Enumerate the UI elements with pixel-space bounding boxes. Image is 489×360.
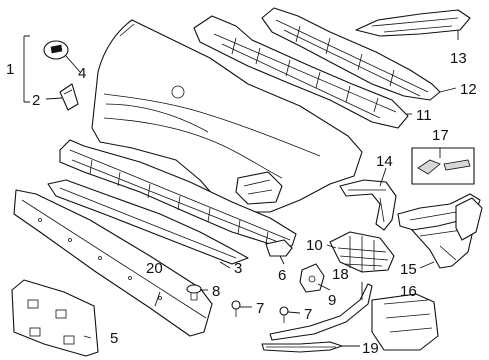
callout-9: 9 (328, 292, 336, 309)
callout-10: 10 (306, 237, 323, 254)
lower-spoiler-part-3 (47, 179, 249, 265)
callout-5: 5 (110, 330, 118, 347)
callout-16: 16 (400, 283, 417, 300)
screw-part-7b (279, 306, 289, 323)
trim-strip-part-18 (269, 283, 373, 341)
screw-part-7a (231, 300, 241, 317)
callout-4: 4 (78, 65, 86, 82)
callout-12: 12 (460, 81, 477, 98)
callout-18: 18 (332, 266, 349, 283)
callout-8: 8 (212, 283, 220, 300)
callout-11: 11 (416, 107, 432, 124)
fog-grille-part-10 (329, 231, 395, 273)
callout-19: 19 (362, 340, 379, 357)
callout-2: 2 (32, 92, 40, 109)
trim-strip-part-19 (261, 341, 343, 353)
impact-bar-part-20 (13, 189, 213, 337)
nut-clip-part-9 (299, 263, 325, 293)
callout-6: 6 (278, 267, 286, 284)
callout-13: 13 (450, 50, 467, 67)
callout-7b: 7 (304, 306, 312, 323)
callout-labels: 1 2 3 4 5 6 7 7 8 9 10 11 12 13 14 15 16… (6, 50, 477, 357)
bracket-part-6 (265, 239, 293, 257)
corner-mount (455, 197, 483, 241)
bumper-cover (91, 19, 363, 213)
callout-14: 14 (376, 153, 393, 170)
callout-3: 3 (234, 260, 242, 277)
side-trim-part-14 (339, 179, 397, 231)
callout-1-bracket (23, 35, 30, 103)
callout-17: 17 (432, 127, 449, 144)
mount-bracket-part-16 (371, 293, 439, 351)
callout-15: 15 (400, 261, 417, 278)
side-bracket-part-13 (355, 9, 471, 37)
leader-lines (45, 30, 459, 347)
callout-1: 1 (6, 61, 14, 78)
license-bracket-part-5 (11, 279, 99, 357)
upper-absorber-part-11 (193, 15, 409, 129)
push-clip-part-8 (186, 284, 202, 301)
callout-7a: 7 (256, 300, 264, 317)
lower-grille-strip (59, 139, 297, 247)
emblem-part-4 (43, 40, 69, 60)
emblem-bracket-part-2 (59, 83, 79, 111)
callout-20: 20 (146, 260, 163, 277)
moulding-kit-box-part-17 (411, 147, 475, 185)
upper-carrier-part-12 (261, 7, 441, 101)
